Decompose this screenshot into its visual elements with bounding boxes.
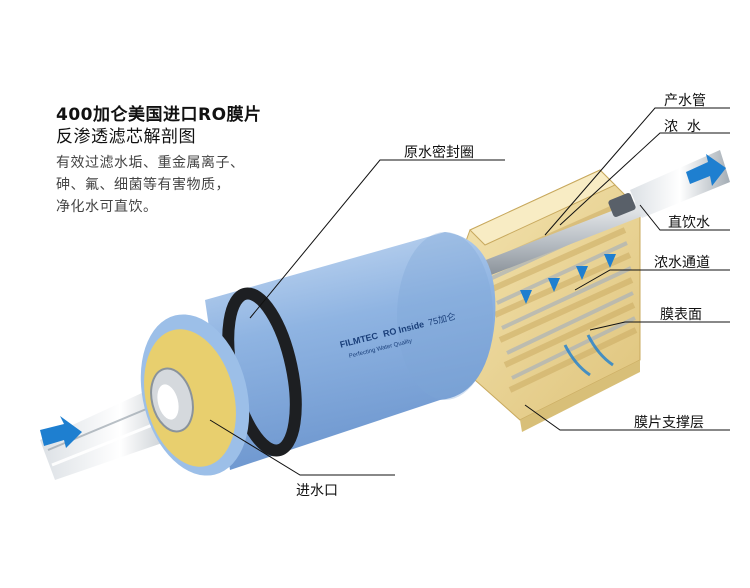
description-line2: 砷、氟、细菌等有害物质， [56, 177, 230, 193]
label-drinking-water: 直饮水 [668, 215, 710, 231]
label-seal-ring: 原水密封圈 [404, 145, 474, 161]
label-product-tube: 产水管 [664, 93, 706, 109]
label-membrane-surface: 膜表面 [660, 307, 702, 323]
flow-arrows [520, 254, 616, 377]
heading-line2: 反渗透滤芯解剖图 [56, 127, 196, 147]
leader-membrane-support [524, 404, 730, 431]
leader-drinking-water [639, 204, 730, 231]
leader-membrane-surface [589, 321, 730, 331]
inlet-arrow-icon [40, 416, 82, 448]
description-line1: 有效过滤水垢、重金属离子、 [56, 155, 245, 171]
product-water-tube [460, 193, 648, 284]
leader-product-tube [544, 107, 730, 236]
leader-lines [209, 107, 730, 476]
description-line3: 净化水可直饮。 [56, 199, 158, 215]
label-inlet: 进水口 [296, 483, 338, 499]
outlet-water-stream [630, 150, 730, 218]
leader-concentrate-channel [574, 269, 730, 291]
label-concentrate: 浓 水 [664, 119, 701, 135]
label-concentrate-channel: 浓水通道 [654, 255, 710, 271]
filter-cylinder [205, 232, 496, 470]
heading-line1: 400加仑美国进口RO膜片 [56, 105, 262, 125]
leader-concentrate [559, 132, 730, 226]
leader-seal-ring [249, 159, 505, 319]
cylinder-end-cap [140, 314, 250, 476]
leader-inlet [209, 419, 395, 476]
label-membrane-support: 膜片支撑层 [634, 415, 704, 431]
